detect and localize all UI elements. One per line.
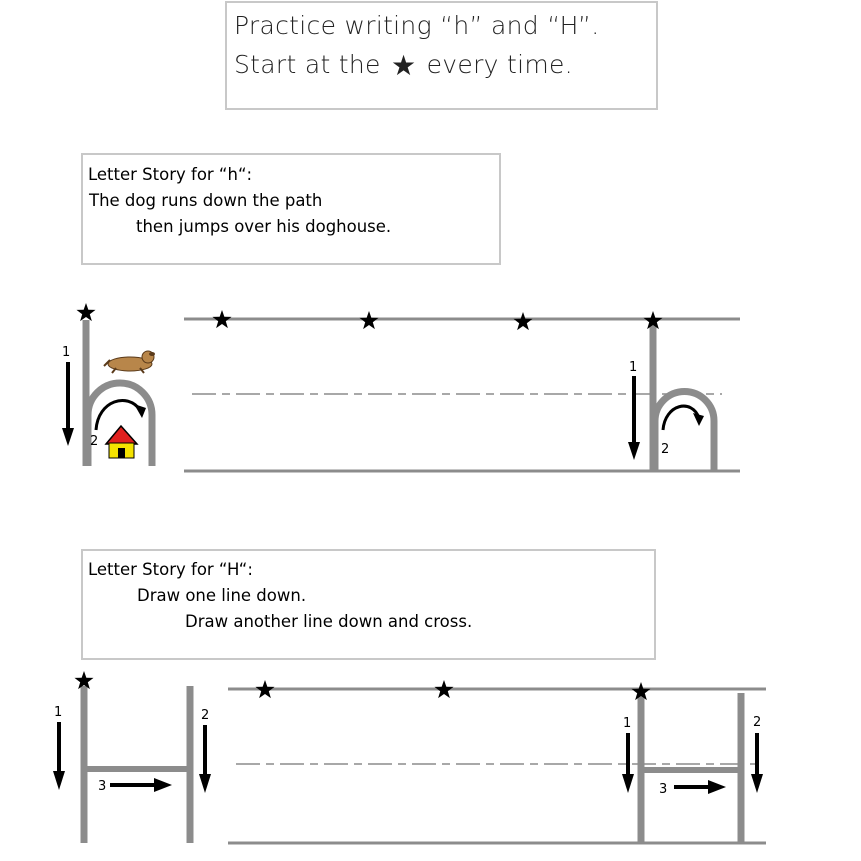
- story-h-line-2: then jumps over his doghouse.: [136, 217, 392, 236]
- down-arrow-icon: [53, 722, 65, 790]
- instructions-box: Practice writing “h” and “H”. Start at t…: [225, 1, 658, 110]
- stroke-number-H-2: 2: [201, 708, 209, 723]
- h-model-letter: [82, 320, 156, 466]
- down-arrow-icon: [199, 725, 211, 793]
- stroke-number-h-2: 2: [661, 442, 669, 457]
- instruction-line-1: Practice writing “h” and “H”.: [234, 11, 600, 40]
- right-arrow-icon: [674, 780, 726, 794]
- H-model-letter: [80, 686, 194, 843]
- story-h-heading: Letter Story for “h“:: [88, 165, 253, 184]
- doghouse-icon: [104, 424, 139, 459]
- stroke-number-H-3: 3: [659, 782, 667, 797]
- star-icon: ★: [390, 49, 417, 82]
- instruction-line-2: Start at the ★ every time.: [234, 50, 573, 80]
- story-H-line-1: Draw one line down.: [137, 586, 307, 605]
- letter-story-H-box: Letter Story for “H“: Draw one line down…: [81, 549, 656, 660]
- star-icon: [212, 310, 232, 329]
- curved-arrow-icon: [94, 399, 146, 431]
- story-H-line-2: Draw another line down and cross.: [185, 612, 473, 631]
- story-h-line-1: The dog runs down the path: [89, 191, 323, 210]
- down-arrow-icon: [751, 733, 763, 793]
- letter-story-h-box: Letter Story for “h“: The dog runs down …: [81, 153, 501, 265]
- star-icon: [359, 311, 379, 330]
- instruction-line-2-end: every time.: [426, 50, 573, 79]
- stroke-number-H-2: 2: [753, 715, 761, 730]
- down-arrow-icon: [622, 733, 634, 793]
- story-H-heading: Letter Story for “H“:: [88, 560, 253, 579]
- h-example-letter: [649, 324, 718, 471]
- star-icon: [255, 680, 275, 699]
- down-arrow-icon: [628, 376, 640, 460]
- stroke-number-H-3: 3: [98, 779, 106, 794]
- stroke-number-h-1: 1: [629, 360, 637, 375]
- stroke-number-H-1: 1: [623, 716, 631, 731]
- start-star-icon: [76, 303, 96, 322]
- star-icon: [434, 680, 454, 699]
- star-icon: [513, 312, 533, 331]
- stroke-number-h-1: 1: [62, 345, 70, 360]
- stroke-number-h-2: 2: [90, 434, 98, 449]
- dog-icon: [103, 350, 155, 374]
- stroke-number-H-1: 1: [54, 705, 62, 720]
- down-arrow-icon: [62, 362, 74, 446]
- instruction-line-2-start: Start at the: [234, 50, 381, 79]
- right-arrow-icon: [110, 778, 172, 792]
- H-example-letter: [637, 693, 745, 843]
- h-model-hump: [84, 379, 156, 466]
- H-practice-lines: [228, 687, 766, 845]
- curved-arrow-icon: [661, 404, 704, 431]
